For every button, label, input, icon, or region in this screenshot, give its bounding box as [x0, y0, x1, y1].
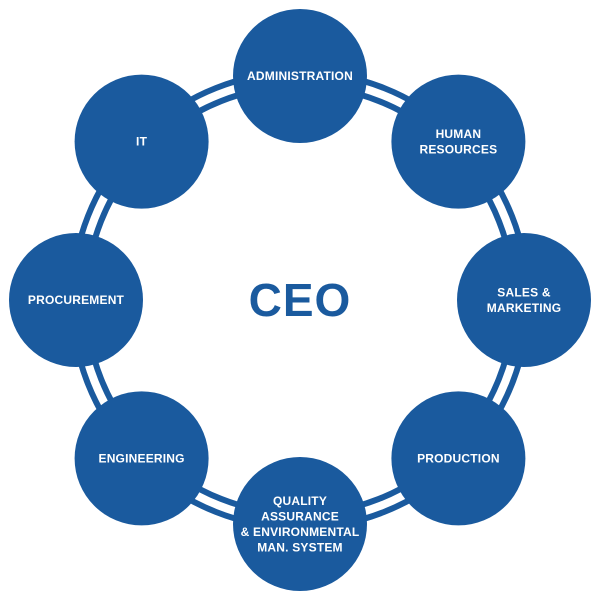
node-circle-sales-marketing	[457, 233, 591, 367]
node-label-quality-assurance: MAN. SYSTEM	[257, 540, 343, 554]
node-production: PRODUCTION	[391, 391, 526, 526]
node-label-human-resources: RESOURCES	[419, 142, 497, 156]
node-label-sales-marketing: MARKETING	[487, 301, 561, 315]
node-label-sales-marketing: SALES &	[497, 285, 551, 299]
node-it: IT	[74, 74, 209, 209]
node-label-it: IT	[136, 135, 148, 149]
node-label-human-resources: HUMAN	[436, 127, 482, 141]
node-circle-human-resources	[391, 74, 526, 209]
center-label-ceo: CEO	[249, 274, 352, 326]
node-label-production: PRODUCTION	[417, 451, 500, 465]
node-sales-marketing: SALES & MARKETING	[457, 233, 591, 367]
node-label-quality-assurance: & ENVIRONMENTAL	[241, 525, 360, 539]
node-procurement: PROCUREMENT	[9, 233, 143, 367]
node-label-quality-assurance: ASSURANCE	[261, 509, 339, 523]
node-label-procurement: PROCUREMENT	[28, 293, 125, 307]
node-circle-administration	[233, 9, 367, 143]
node-engineering: ENGINEERING	[74, 391, 209, 526]
node-circle-quality-assurance	[233, 457, 367, 591]
node-administration: ADMINISTRATION	[233, 9, 367, 143]
node-label-engineering: ENGINEERING	[98, 451, 184, 465]
node-circle-procurement	[9, 233, 143, 367]
node-circle-production	[391, 391, 526, 526]
node-label-quality-assurance: QUALITY	[273, 494, 327, 508]
node-circle-it	[74, 74, 209, 209]
node-label-administration: ADMINISTRATION	[247, 69, 353, 83]
node-circle-engineering	[74, 391, 209, 526]
